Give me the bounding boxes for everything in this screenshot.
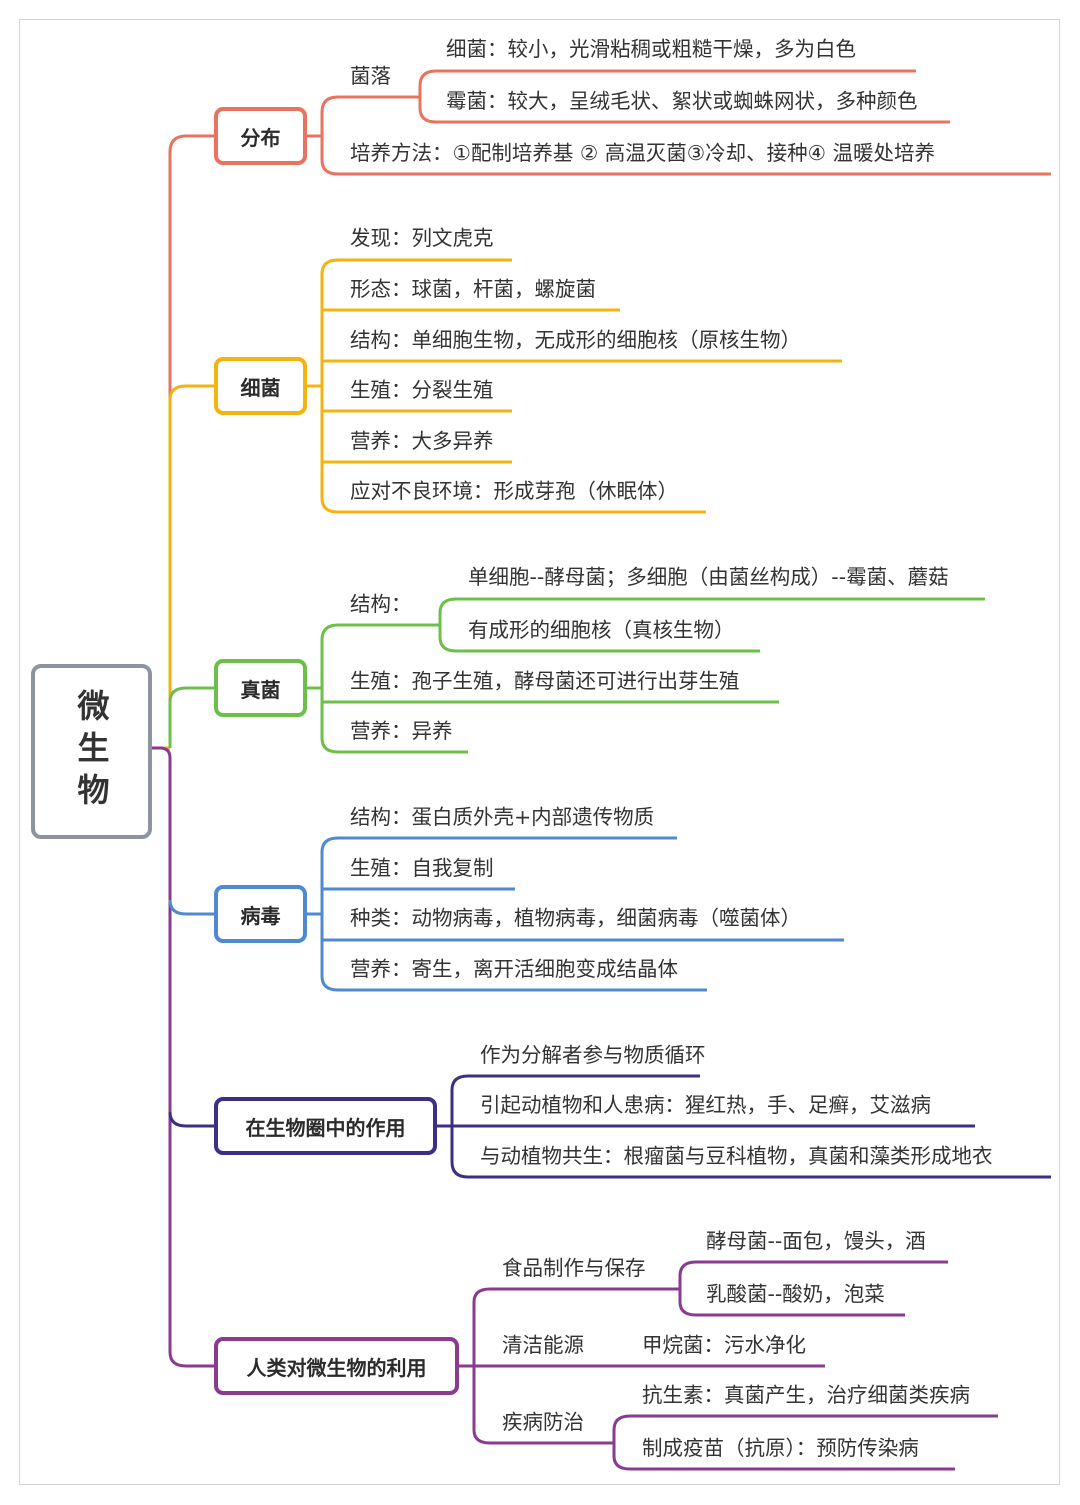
bingdu-item: 结构：蛋白质外壳+内部遗传物质	[350, 805, 655, 829]
liyong-connector	[152, 746, 214, 1368]
xijun-subtree	[306, 258, 842, 514]
zhenjun-item: 营养：异养	[350, 719, 453, 743]
zuoyong-item: 作为分解者参与物质循环	[480, 1043, 706, 1067]
disease-label: 疾病防治	[502, 1410, 584, 1434]
zhenjun-connector	[168, 686, 214, 748]
branch-bingdu[interactable]: 病毒	[214, 885, 307, 943]
xijun-item: 生殖：分裂生殖	[350, 378, 494, 402]
energy-item: 甲烷菌：污水净化	[642, 1333, 806, 1357]
bingdu-item: 种类：动物病毒，植物病毒，细菌病毒（噬菌体）	[350, 906, 801, 930]
food-item: 乳酸菌--酸奶，泡菜	[706, 1282, 885, 1306]
xijun-item: 结构：单细胞生物，无成形的细胞核（原核生物）	[350, 328, 801, 352]
bingdu-item: 营养：寄生，离开活细胞变成结晶体	[350, 957, 678, 981]
xijun-item: 形态：球菌，杆菌，螺旋菌	[350, 277, 596, 301]
liyong-subtree	[458, 1260, 998, 1471]
xijun-item: 发现：列文虎克	[350, 226, 494, 250]
branch-xijun[interactable]: 细菌	[214, 357, 307, 415]
zuoyong-item: 引起动植物和人患病：猩红热，手、足癣，艾滋病	[480, 1093, 931, 1117]
food-item: 酵母菌--面包，馒头，酒	[706, 1229, 926, 1253]
fenbu-subtree	[306, 69, 1051, 176]
root-node[interactable]: 微生物	[31, 664, 152, 839]
culture-method: 培养方法：①配制培养基 ② 高温灭菌③冷却、接种④ 温暖处培养	[350, 141, 936, 165]
xijun-item: 应对不良环境：形成芽孢（休眠体）	[350, 479, 678, 503]
disease-item: 制成疫苗（抗原）：预防传染病	[642, 1436, 919, 1460]
root-label: 微生物	[72, 688, 111, 815]
bingdu-subtree	[306, 836, 844, 992]
xijun-connector	[168, 384, 214, 401]
zhenjun-item: 生殖：孢子生殖，酵母菌还可进行出芽生殖	[350, 669, 740, 693]
zhenjun-subtree	[306, 597, 985, 754]
food-label: 食品制作与保存	[502, 1256, 646, 1280]
zuoyong-subtree	[436, 1074, 1051, 1179]
zhenjun-structure-item: 有成形的细胞核（真核生物）	[468, 618, 735, 642]
bingdu-connector	[168, 899, 214, 916]
branch-zuoyong[interactable]: 在生物圈中的作用	[214, 1097, 437, 1155]
branch-zhenjun[interactable]: 真菌	[214, 659, 307, 717]
xijun-item: 营养：大多异养	[350, 429, 494, 453]
zuoyong-connector	[168, 1111, 214, 1128]
disease-item: 抗生素：真菌产生，治疗细菌类疾病	[642, 1383, 970, 1407]
zhenjun-structure-label: 结构：	[350, 592, 412, 616]
branch-fenbu[interactable]: 分布	[214, 107, 307, 165]
colony-mold: 霉菌：较大，呈绒毛状、絮状或蜘蛛网状，多种颜色	[446, 89, 918, 113]
zuoyong-item: 与动植物共生：根瘤菌与豆科植物，真菌和藻类形成地衣	[480, 1144, 993, 1168]
colony-bacteria: 细菌：较小，光滑粘稠或粗糙干燥，多为白色	[446, 37, 856, 61]
fenbu-connector	[168, 134, 214, 748]
canvas-frame	[19, 19, 1060, 1485]
bingdu-item: 生殖：自我复制	[350, 856, 494, 880]
colony-label: 菌落	[350, 64, 391, 88]
energy-label: 清洁能源	[502, 1333, 584, 1357]
zhenjun-structure-item: 单细胞--酵母菌；多细胞（由菌丝构成）--霉菌、蘑菇	[468, 565, 949, 589]
branch-liyong[interactable]: 人类对微生物的利用	[214, 1337, 459, 1395]
